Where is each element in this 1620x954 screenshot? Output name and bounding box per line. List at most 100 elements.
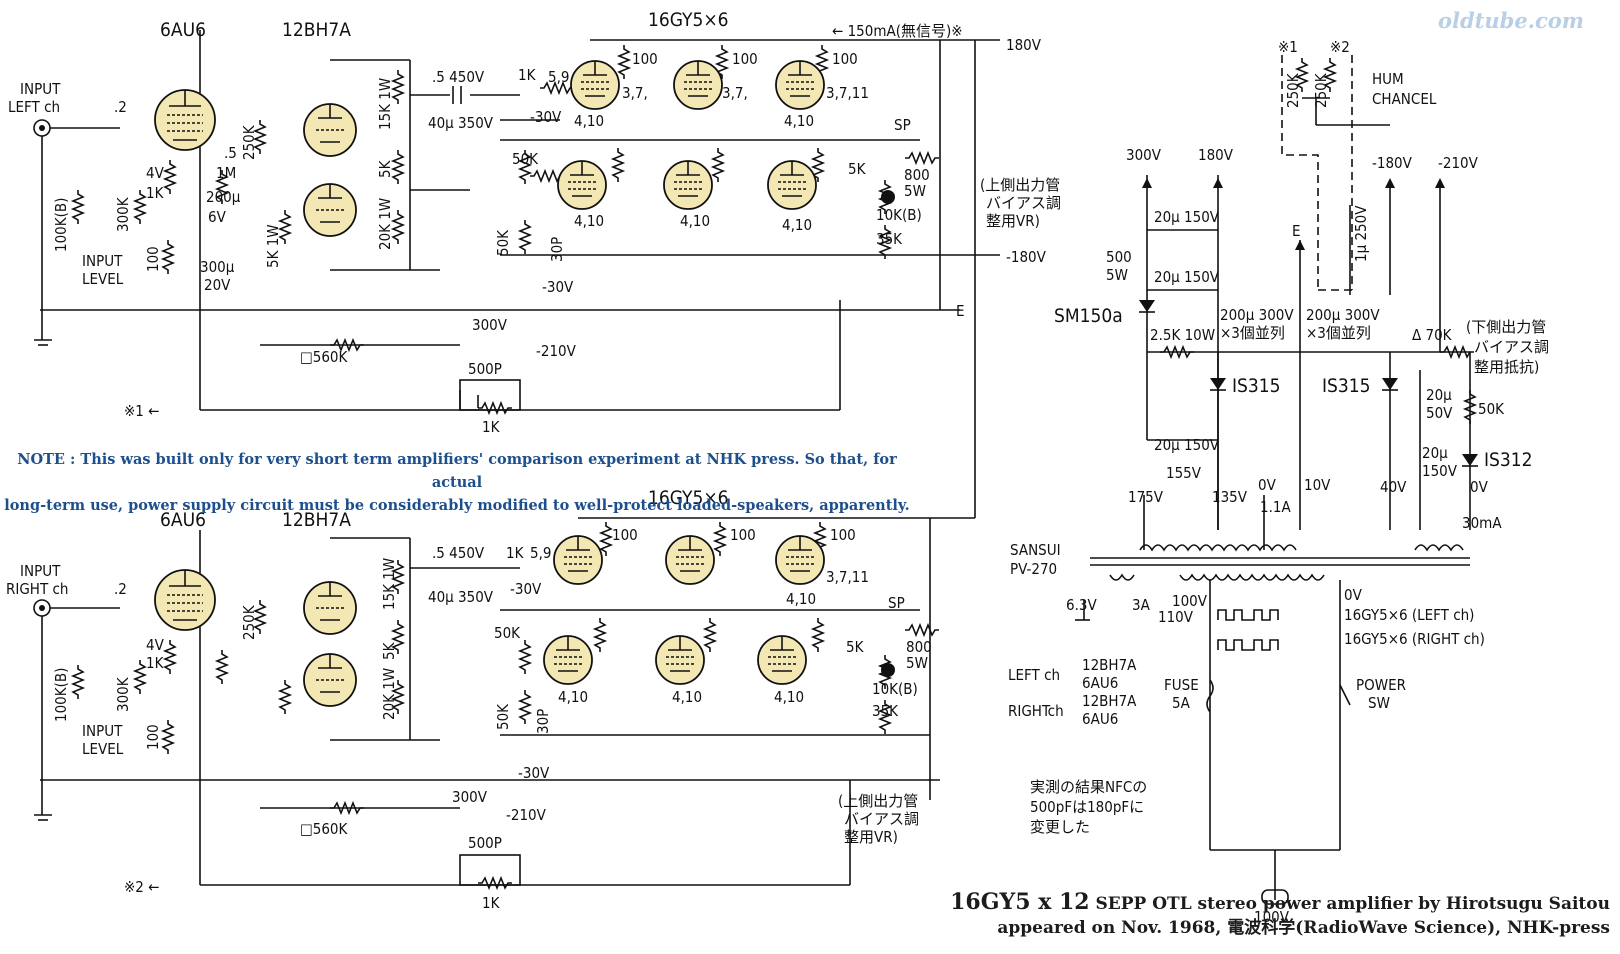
label-6v-left: 6V xyxy=(208,208,227,226)
label-200u-left: 200μ xyxy=(206,188,241,206)
label-lh-3: 6AU6 xyxy=(1082,674,1118,692)
label-16gy5-right: 16GY5×6 xyxy=(648,487,729,509)
label-input-left-1: INPUT xyxy=(20,80,61,98)
label-ps-e: E xyxy=(1292,222,1301,240)
label-20u150-c: 20μ 150V xyxy=(1154,436,1220,454)
label-70k: Δ 70K xyxy=(1412,326,1453,344)
label-300v-left: 300V xyxy=(472,316,508,334)
label-16gy5-left: 16GY5×6 xyxy=(648,9,729,31)
diode-1s315-a-icon xyxy=(1209,377,1227,391)
label-fuse-1: FUSE xyxy=(1164,676,1199,694)
label-neg30-left-b: -30V xyxy=(542,278,574,296)
tube-16gy5-right-6 xyxy=(757,635,807,685)
tube-16gy5-left-2 xyxy=(673,60,723,110)
label-r100-right-3: 100 xyxy=(830,526,856,544)
label-nfc-2: 500pFは180pFに xyxy=(1030,798,1144,816)
label-r100-left-1: 100 xyxy=(632,50,658,68)
tube-12bh7a-right-a xyxy=(303,581,357,635)
label-c5-left: .5 xyxy=(224,144,237,162)
power-supply: ※1 ※2 HUM CHANCEL 250K 250K 1μ 250V 300V… xyxy=(1008,38,1549,926)
label-idle-current: ← 150mA(無信号)※ xyxy=(832,22,963,40)
label-6au6-left: 6AU6 xyxy=(160,19,206,41)
tube-16gy5-left-5 xyxy=(663,160,713,210)
label-tap-155v: 155V xyxy=(1166,464,1202,482)
label-heater-3a: 3A xyxy=(1132,596,1151,614)
label-200u-a-1: 200μ 300V xyxy=(1220,306,1294,324)
label-pv270: PV-270 xyxy=(1010,560,1057,578)
label-ps-180v: 180V xyxy=(1198,146,1234,164)
label-neg30-right-b: -30V xyxy=(518,764,550,782)
label-6au6-right: 6AU6 xyxy=(160,509,206,531)
watermark: oldtube.com xyxy=(1438,8,1585,33)
label-nfc-3: 変更した xyxy=(1030,818,1090,836)
tube-16gy5-left-6 xyxy=(767,160,817,210)
tube-6au6-left xyxy=(154,89,216,151)
label-50k-left-b: 50K xyxy=(494,229,512,256)
label-rh-2: 12BH7A xyxy=(1082,692,1137,710)
tube-16gy5-right-5 xyxy=(655,635,705,685)
label-sp-right: SP xyxy=(888,594,905,612)
label-5w-left: 5W xyxy=(904,182,926,200)
label-pins3711-right: 3,7,11 xyxy=(826,568,869,586)
label-300k-right: 300K xyxy=(114,676,132,712)
label-grid1k-right: 1K xyxy=(506,544,525,562)
label-250k-a: 250K xyxy=(1284,72,1302,108)
label-300u-left: 300μ xyxy=(200,258,235,276)
diode-sm150a-icon xyxy=(1138,299,1156,313)
label-input-right-1: INPUT xyxy=(20,562,61,580)
bias-vr-dot-right-icon xyxy=(881,663,895,677)
label-rh-3: 6AU6 xyxy=(1082,710,1118,728)
label-30p-left: 30P xyxy=(548,237,566,262)
label-neg30-left-a: -30V xyxy=(530,108,562,126)
label-input-level-left-1: INPUT xyxy=(82,252,123,270)
label-gridres-right: 5,9 xyxy=(530,544,551,562)
label-ps-50k: 50K xyxy=(1478,400,1505,418)
label-500p-left: 500P xyxy=(468,360,502,378)
label-vr10k-left: 10K(B) xyxy=(876,206,922,224)
label-vr10k-right: 10K(B) xyxy=(872,680,918,698)
tube-16gy5-left-3 xyxy=(775,60,825,110)
caption-line2: appeared on Nov. 1968, 電波科学(RadioWave Sc… xyxy=(997,918,1610,938)
label-5w-right: 5W xyxy=(906,654,928,672)
label-vrnote-right-2: バイアス調 xyxy=(844,810,919,828)
caption-line1: 16GY5 x 12 SEPP OTL stereo power amplifi… xyxy=(880,890,1610,916)
label-heater-load-left: 16GY5×6 (LEFT ch) xyxy=(1344,606,1474,624)
diagram-caption: 16GY5 x 12 SEPP OTL stereo power amplifi… xyxy=(880,890,1610,940)
label-cath-right-5: 4,10 xyxy=(672,688,702,706)
label-25k: 2.5K 10W xyxy=(1150,326,1215,344)
label-cin-left: .2 xyxy=(114,98,127,116)
label-sp-left: SP xyxy=(894,116,911,134)
label-heater-load-right: 16GY5×6 (RIGHT ch) xyxy=(1344,630,1485,648)
label-30p-right: 30P xyxy=(534,709,552,734)
label-cath-right-4: 4,10 xyxy=(558,688,588,706)
label-1u250: 1μ 250V xyxy=(1352,205,1370,262)
label-200u-a-2: ×3個並列 xyxy=(1220,324,1285,342)
label-input-left-2: LEFT ch xyxy=(8,98,60,116)
label-tap-0v: 0V xyxy=(1258,476,1277,494)
label-800-left: 800 xyxy=(904,166,930,184)
label-5k-right: 5K xyxy=(380,641,398,660)
tube-16gy5-right-1 xyxy=(553,535,603,585)
label-cath-left-6: 4,10 xyxy=(782,216,812,234)
bias-vr-dot-left-icon xyxy=(881,190,895,204)
label-c40u-right: 40μ 350V xyxy=(428,588,494,606)
label-15k1w-left: 15K 1W xyxy=(376,78,394,130)
caption-tubes: 16GY5 x 12 xyxy=(950,889,1090,915)
diode-1s312-icon xyxy=(1461,453,1479,467)
label-input-right-2: RIGHT ch xyxy=(6,580,68,598)
label-cath-right-6: 4,10 xyxy=(774,688,804,706)
label-20v-left: 20V xyxy=(204,276,231,294)
label-300k-left: 300K xyxy=(114,196,132,232)
label-15k1w-right: 15K 1W xyxy=(380,558,398,610)
label-c450-right: .5 450V xyxy=(432,544,485,562)
right-channel: 6AU6 12BH7A 16GY5×6 INPUT RIGHT ch 100K(… xyxy=(6,40,976,912)
label-tap-11a: 1.1A xyxy=(1260,498,1291,516)
build-note: NOTE : This was built only for very shor… xyxy=(2,448,912,517)
label-20u150d-1: 20μ xyxy=(1422,444,1448,462)
label-ref1: ※1 ← xyxy=(124,402,160,420)
label-pins3711-left: 3,7,11 xyxy=(826,84,869,102)
label-r100-left-3: 100 xyxy=(832,50,858,68)
label-tap-30ma: 30mA xyxy=(1462,514,1502,532)
label-primary-0v: 0V xyxy=(1344,586,1363,604)
label-tap-10v: 10V xyxy=(1304,476,1331,494)
